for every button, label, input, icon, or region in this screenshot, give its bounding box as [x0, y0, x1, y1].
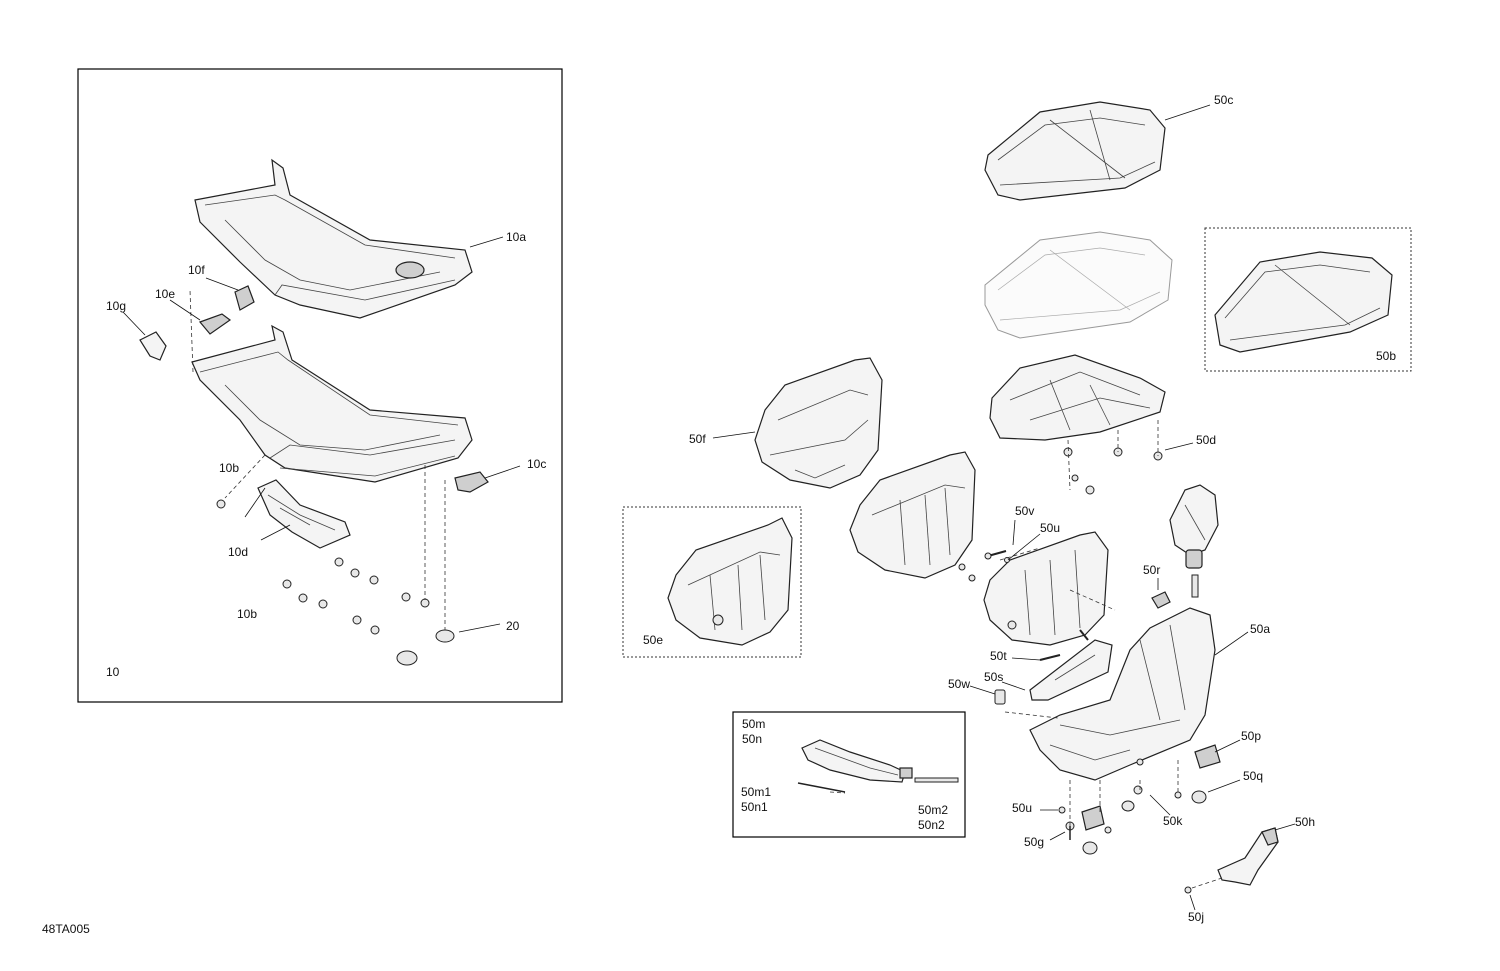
trim-10f[interactable]	[234, 285, 255, 311]
label-50b: 50b	[1376, 349, 1396, 363]
trim-10g[interactable]	[139, 331, 167, 361]
seat-frame-50a[interactable]	[1029, 607, 1216, 781]
seat-cover-50c[interactable]	[984, 101, 1166, 201]
label-50u-top: 50u	[1040, 521, 1060, 535]
latch-lever-50h[interactable]	[1217, 827, 1279, 886]
screw-50t[interactable]	[1039, 629, 1089, 661]
label-50n1: 50n1	[741, 800, 768, 814]
group-10-frame	[77, 68, 563, 703]
label-50w: 50w	[948, 677, 970, 691]
label-50m: 50m	[742, 717, 765, 731]
diagram-id: 48TA005	[42, 922, 90, 936]
label-50m1: 50m1	[741, 785, 771, 799]
label-50v: 50v	[1015, 504, 1034, 518]
label-10d: 10d	[228, 545, 248, 559]
option-50e-frame	[622, 506, 802, 658]
label-50j: 50j	[1188, 910, 1204, 924]
label-50r: 50r	[1143, 563, 1160, 577]
label-50f: 50f	[689, 432, 706, 446]
label-10b-bottom: 10b	[237, 607, 257, 621]
label-50n: 50n	[742, 732, 762, 746]
label-50q: 50q	[1243, 769, 1263, 783]
option-50b-frame	[1204, 227, 1412, 372]
label-50d: 50d	[1196, 433, 1216, 447]
seat-base-50d[interactable]	[989, 354, 1166, 495]
pin-50m2[interactable]	[914, 777, 959, 783]
seat-pan-10d[interactable]	[257, 479, 351, 549]
seat-cover-10a[interactable]	[194, 158, 473, 319]
screw-50v[interactable]	[984, 550, 1007, 560]
seat-foam[interactable]	[984, 231, 1173, 339]
label-20: 20	[506, 619, 520, 633]
label-50k: 50k	[1163, 814, 1183, 828]
backrest-50f[interactable]	[754, 357, 883, 489]
bumpers-50q[interactable]	[1082, 790, 1207, 855]
cover-50s[interactable]	[1029, 639, 1113, 701]
label-group-10: 10	[106, 665, 120, 679]
backrest-plate[interactable]	[983, 531, 1109, 646]
seat-assembly-10[interactable]	[191, 324, 473, 483]
screw-50j[interactable]	[1184, 886, 1192, 894]
option-50m-frame	[732, 711, 966, 838]
label-50u-bottom: 50u	[1012, 801, 1032, 815]
label-50n2: 50n2	[918, 818, 945, 832]
washer-50u-lower[interactable]	[1058, 806, 1066, 814]
label-10g: 10g	[106, 299, 126, 313]
clip-10e[interactable]	[198, 313, 232, 335]
backrest-50e[interactable]	[667, 517, 793, 646]
label-50t: 50t	[990, 649, 1007, 663]
plug-50w[interactable]	[994, 689, 1006, 705]
label-10e: 10e	[155, 287, 175, 301]
backrest-foam[interactable]	[849, 451, 976, 579]
screw-50m1[interactable]	[797, 782, 846, 793]
label-50m2: 50m2	[918, 803, 948, 817]
label-10b-top: 10b	[219, 461, 239, 475]
backrest-mount[interactable]	[1169, 484, 1219, 598]
label-50c: 50c	[1214, 93, 1233, 107]
seat-cover-50b[interactable]	[1214, 251, 1393, 353]
latch-10c[interactable]	[454, 471, 489, 493]
hinges-50p[interactable]	[1081, 744, 1221, 831]
label-50p: 50p	[1241, 729, 1261, 743]
grommets-10b[interactable]	[216, 499, 430, 635]
label-10f: 10f	[188, 263, 205, 277]
label-10a: 10a	[506, 230, 526, 244]
label-50g: 50g	[1024, 835, 1044, 849]
label-10c: 10c	[527, 457, 546, 471]
label-50e: 50e	[643, 633, 663, 647]
handle-50m[interactable]	[801, 739, 913, 783]
label-50h: 50h	[1295, 815, 1315, 829]
bumper-20[interactable]	[396, 629, 455, 666]
clip-50r[interactable]	[1151, 591, 1171, 609]
label-50s: 50s	[984, 670, 1003, 684]
label-50a: 50a	[1250, 622, 1270, 636]
